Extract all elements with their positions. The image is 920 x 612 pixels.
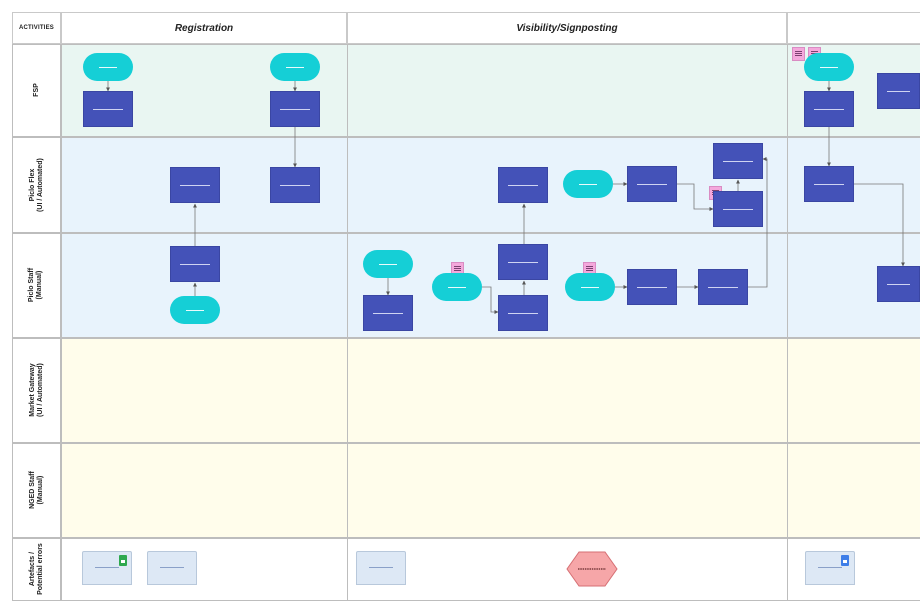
process-step[interactable] bbox=[877, 73, 920, 109]
lane-label-market-gateway: Market Gateway (UI / Automated) bbox=[12, 338, 61, 443]
note-sticky[interactable] bbox=[792, 47, 805, 61]
lane-nged-staff bbox=[61, 443, 920, 538]
lane-market-gateway bbox=[61, 338, 920, 443]
column-divider bbox=[787, 44, 788, 601]
start-terminal[interactable] bbox=[804, 53, 854, 81]
start-terminal[interactable] bbox=[563, 170, 613, 198]
process-step[interactable] bbox=[877, 266, 920, 302]
process-step[interactable] bbox=[498, 295, 548, 331]
process-step[interactable] bbox=[627, 166, 677, 202]
lane-label-artefacts: Artefacts / Potential errors bbox=[12, 538, 61, 601]
process-step[interactable] bbox=[170, 167, 220, 203]
start-terminal[interactable] bbox=[83, 53, 133, 81]
process-step[interactable] bbox=[270, 91, 320, 127]
lane-fsp bbox=[61, 44, 920, 137]
lane-label-piclo-staff: Piclo Staff (Manual) bbox=[12, 233, 61, 338]
process-step[interactable] bbox=[804, 166, 854, 202]
docs-icon bbox=[841, 555, 849, 566]
column-divider bbox=[347, 44, 348, 601]
process-step[interactable] bbox=[713, 143, 763, 179]
connector bbox=[482, 286, 499, 314]
header-next-phase bbox=[787, 12, 920, 44]
process-step[interactable] bbox=[627, 269, 677, 305]
process-step[interactable] bbox=[804, 91, 854, 127]
process-step[interactable] bbox=[713, 191, 763, 227]
artefact-document[interactable] bbox=[147, 551, 197, 585]
start-terminal[interactable] bbox=[565, 273, 615, 301]
sheets-icon bbox=[119, 555, 127, 566]
lane-artefacts bbox=[61, 538, 920, 601]
start-terminal[interactable] bbox=[363, 250, 413, 278]
start-terminal[interactable] bbox=[432, 273, 482, 301]
start-terminal[interactable] bbox=[170, 296, 220, 324]
process-step[interactable] bbox=[363, 295, 413, 331]
process-step[interactable] bbox=[170, 246, 220, 282]
header-visibility: Visibility/Signposting bbox=[347, 12, 787, 44]
connector bbox=[854, 183, 905, 267]
process-step[interactable] bbox=[270, 167, 320, 203]
header-registration: Registration bbox=[61, 12, 347, 44]
artefact-document[interactable] bbox=[356, 551, 406, 585]
connector bbox=[677, 183, 714, 211]
lane-label-fsp: FSP bbox=[12, 44, 61, 137]
error-hexagon-icon[interactable] bbox=[566, 551, 618, 587]
lane-label-nged-staff: NGED Staff (Manual) bbox=[12, 443, 61, 538]
start-terminal[interactable] bbox=[270, 53, 320, 81]
connector bbox=[748, 157, 768, 288]
header-activities: ACTIVITIES bbox=[12, 12, 61, 44]
lane-label-piclo-flex: Piclo Flex (UI / Automated) bbox=[12, 137, 61, 233]
process-step[interactable] bbox=[698, 269, 748, 305]
process-step[interactable] bbox=[83, 91, 133, 127]
process-step[interactable] bbox=[498, 167, 548, 203]
process-step[interactable] bbox=[498, 244, 548, 280]
